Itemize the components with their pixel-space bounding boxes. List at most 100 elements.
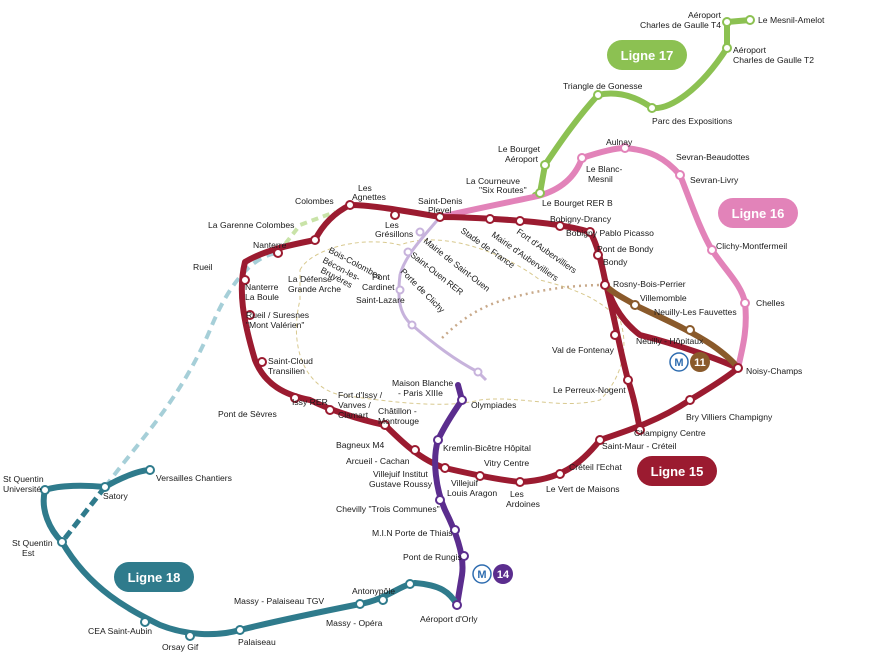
metro-14-marker: M 14 [472,564,513,584]
svg-text:Charles de Gaulle T4: Charles de Gaulle T4 [640,20,721,30]
svg-text:Val de Fontenay: Val de Fontenay [552,345,615,355]
ligne11-dotted [439,283,606,341]
svg-text:Nanterre: Nanterre [253,240,287,250]
ligne17-badge: Ligne 17 [607,40,687,70]
svg-text:Aéroport d'Orly: Aéroport d'Orly [420,614,478,624]
ligne14-track [432,382,466,608]
svg-text:Saint-Lazare: Saint-Lazare [356,295,405,305]
svg-text:Aéroport: Aéroport [733,45,767,55]
svg-text:Bondy: Bondy [603,257,628,267]
svg-text:Saint-Cloud: Saint-Cloud [268,356,313,366]
svg-text:"Mont Valérien": "Mont Valérien" [246,320,305,330]
svg-text:Chelles: Chelles [756,298,785,308]
ligne17-dashed-colombes [276,210,336,255]
svg-text:Ligne 16: Ligne 16 [732,206,785,221]
ligne15-badge: Ligne 15 [637,456,717,486]
svg-text:Clichy-Montfermeil: Clichy-Montfermeil [716,241,787,251]
ligne18-badge: Ligne 18 [114,562,194,592]
svg-text:Rueil: Rueil [193,262,213,272]
svg-text:Aéroport: Aéroport [505,154,539,164]
svg-text:St Quentin: St Quentin [3,474,44,484]
label-mesnil-amelot: Le Mesnil-Amelot [758,15,825,25]
svg-text:St Quentin: St Quentin [12,538,53,548]
svg-text:Villejuif Institut: Villejuif Institut [373,469,428,479]
svg-text:Champigny Centre: Champigny Centre [634,428,706,438]
svg-text:Saint-Denis: Saint-Denis [418,196,462,206]
svg-text:La Garenne Colombes: La Garenne Colombes [208,220,294,230]
svg-text:Fort d'Issy /: Fort d'Issy / [338,390,383,400]
svg-text:Pont de Bondy: Pont de Bondy [597,244,654,254]
svg-text:Bobigny Pablo Picasso: Bobigny Pablo Picasso [566,228,654,238]
svg-text:- Paris XIIIe: - Paris XIIIe [398,388,443,398]
svg-text:Villejuif: Villejuif [451,478,479,488]
svg-text:Maison Blanche: Maison Blanche [392,378,453,388]
svg-text:Arcueil - Cachan: Arcueil - Cachan [346,456,410,466]
ligne14-north-branch [397,216,488,382]
ligne18-versailles [42,467,153,493]
svg-text:Les: Les [358,183,372,193]
svg-text:Chevilly "Trois Communes": Chevilly "Trois Communes" [336,504,440,514]
svg-text:Neuilly - Hôpitaux: Neuilly - Hôpitaux [636,336,704,346]
svg-text:Sevran-Livry: Sevran-Livry [690,175,739,185]
svg-text:Les: Les [510,489,524,499]
svg-text:Satory: Satory [103,491,129,501]
svg-text:Pont: Pont [372,272,390,282]
svg-text:Ligne 15: Ligne 15 [651,464,704,479]
svg-text:"Six Routes": "Six Routes" [479,185,527,195]
svg-text:Louis Aragon: Louis Aragon [447,488,497,498]
svg-text:Gustave Roussy: Gustave Roussy [369,479,433,489]
ligne17-track [532,17,753,198]
svg-text:Versailles Chantiers: Versailles Chantiers [156,473,232,483]
svg-text:Olympiades: Olympiades [471,400,516,410]
svg-text:Colombes: Colombes [295,196,334,206]
svg-text:Cardinet: Cardinet [362,282,395,292]
svg-text:Aulnay: Aulnay [606,137,633,147]
svg-text:Sevran-Beaudottes: Sevran-Beaudottes [676,152,750,162]
svg-text:Le Perreux-Nogent: Le Perreux-Nogent [553,385,626,395]
svg-text:Rosny-Bois-Perrier: Rosny-Bois-Perrier [613,279,686,289]
svg-text:Bobigny-Drancy: Bobigny-Drancy [550,214,612,224]
station-markers [40,15,755,641]
station-labels: Le Mesnil-Amelot Aéroport Charles de Gau… [3,10,825,652]
svg-text:Pleyel: Pleyel [428,205,451,215]
svg-text:Saint-Maur - Créteil: Saint-Maur - Créteil [602,441,677,451]
svg-text:Le Vert de Maisons: Le Vert de Maisons [546,484,620,494]
svg-text:La Défense: La Défense [288,274,332,284]
svg-text:Rueil / Suresnes: Rueil / Suresnes [246,310,309,320]
svg-text:La Courneuve: La Courneuve [466,176,520,186]
svg-text:Est: Est [22,548,35,558]
svg-text:Montrouge: Montrouge [378,416,419,426]
svg-text:Bry Villiers Champigny: Bry Villiers Champigny [686,412,773,422]
svg-text:Massy - Palaiseau TGV: Massy - Palaiseau TGV [234,596,324,606]
svg-text:M: M [674,357,683,369]
svg-text:La Boule: La Boule [245,292,279,302]
svg-text:Noisy-Champs: Noisy-Champs [746,366,802,376]
ligne16-badge: Ligne 16 [718,198,798,228]
svg-text:CEA Saint-Aubin: CEA Saint-Aubin [88,626,152,636]
svg-text:Grésillons: Grésillons [375,229,413,239]
svg-text:Le Bourget: Le Bourget [498,144,541,154]
svg-text:Triangle de Gonesse: Triangle de Gonesse [563,81,643,91]
svg-text:Villemomble: Villemomble [640,293,687,303]
svg-text:Châtillon -: Châtillon - [378,406,417,416]
metro-11-marker: M 11 [669,352,710,372]
svg-text:Kremlin-Bicêtre Hôpital: Kremlin-Bicêtre Hôpital [443,443,531,453]
svg-text:Pont de Sèvres: Pont de Sèvres [218,409,277,419]
svg-text:M: M [477,569,486,581]
svg-text:Bagneux M4: Bagneux M4 [336,440,384,450]
svg-text:14: 14 [497,569,510,581]
svg-text:Vanves /: Vanves / [338,400,371,410]
svg-text:Parc des Expositions: Parc des Expositions [652,116,732,126]
svg-text:Vitry Centre: Vitry Centre [484,458,529,468]
ligne18-dashed-satory [60,485,107,544]
svg-text:Clamart: Clamart [338,410,369,420]
svg-text:11: 11 [694,357,706,369]
svg-text:Université: Université [3,484,41,494]
ligne11-track [602,282,741,371]
svg-text:Mesnil: Mesnil [588,174,613,184]
svg-text:Les: Les [385,220,399,230]
svg-text:Grande Arche: Grande Arche [288,284,341,294]
ligne18-dashed-extension [103,251,279,489]
svg-text:Transilien: Transilien [268,366,305,376]
